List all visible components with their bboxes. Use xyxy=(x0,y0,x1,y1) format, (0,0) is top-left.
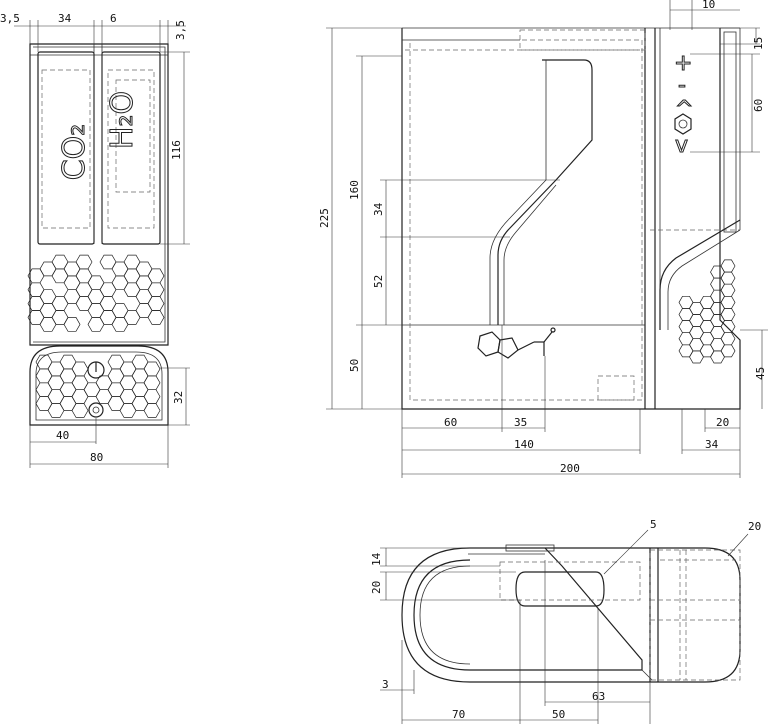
dim-200: 200 xyxy=(560,462,580,475)
hex-cell xyxy=(39,317,57,332)
hex-cell xyxy=(720,344,736,358)
side-view: + - ^ v 10 15 xyxy=(318,0,768,478)
side-body-outline xyxy=(401,28,741,410)
side-inner-channel xyxy=(497,59,593,325)
hex-cell xyxy=(111,317,129,332)
hex-cell xyxy=(720,332,736,346)
dim-50-side: 50 xyxy=(348,359,361,372)
hex-cell xyxy=(63,317,81,332)
hex-cell xyxy=(51,310,69,325)
dim-34-side-bottom: 34 xyxy=(705,438,719,451)
hex-cell xyxy=(71,361,89,377)
dim-40: 40 xyxy=(56,429,69,442)
front-window-outline xyxy=(29,345,169,426)
hex-cell xyxy=(143,375,161,391)
hex-cell xyxy=(51,296,69,311)
hex-cell xyxy=(147,268,165,284)
hex-cell xyxy=(720,283,736,297)
h2o-label: H₂O xyxy=(105,91,140,149)
hex-cell xyxy=(143,389,161,404)
dim-15: 15 xyxy=(752,37,765,50)
dim-70: 70 xyxy=(452,708,465,721)
dim-3-5-right: 3,5 xyxy=(174,20,187,40)
dim-3: 3 xyxy=(382,678,389,691)
dim-80: 80 xyxy=(90,451,103,464)
front-hex-pattern-upper xyxy=(27,254,165,332)
front-view: CO₂ H₂O 3,5 34 6 3,5 116 xyxy=(0,12,190,468)
hex-cell xyxy=(39,289,57,304)
dim-32: 32 xyxy=(172,391,185,404)
side-hex-pattern xyxy=(678,259,736,364)
hex-cell xyxy=(720,295,736,309)
hex-nut-icon xyxy=(674,113,692,135)
plus-icon: + xyxy=(674,51,692,76)
control-symbols: + - ^ v xyxy=(674,51,694,159)
top-slot xyxy=(515,571,605,607)
dim-10: 10 xyxy=(702,0,715,11)
top-body-outline xyxy=(401,547,741,683)
dim-52: 52 xyxy=(372,275,385,288)
hex-cell xyxy=(87,317,105,332)
hex-cell xyxy=(147,310,165,325)
dim-140: 140 xyxy=(514,438,534,451)
dim-20-radius: 20 xyxy=(748,520,761,533)
hex-cell xyxy=(75,254,93,270)
front-body-outline xyxy=(29,43,169,346)
dim-116: 116 xyxy=(170,140,183,160)
front-hex-pattern-lower xyxy=(35,354,161,418)
dim-5: 5 xyxy=(650,518,657,531)
dim-50-top: 50 xyxy=(552,708,565,721)
dim-225: 225 xyxy=(318,208,331,228)
side-dimensions: 10 15 60 225 160 34 52 50 xyxy=(318,0,768,478)
dim-63: 63 xyxy=(592,690,605,703)
hex-cell xyxy=(147,296,165,311)
dim-34-front: 34 xyxy=(58,12,72,25)
hex-cell xyxy=(143,403,161,418)
dim-3-5-left: 3,5 xyxy=(0,12,20,25)
dim-60-side-bottom: 60 xyxy=(444,416,457,429)
dim-6-front: 6 xyxy=(110,12,117,25)
dim-14: 14 xyxy=(370,552,383,566)
hex-cell xyxy=(147,282,165,297)
down-arrow-icon: v xyxy=(675,133,688,158)
co2-label: CO₂ xyxy=(57,124,92,181)
minus-icon: - xyxy=(678,73,686,98)
front-dimensions: 3,5 34 6 3,5 116 32 40 80 xyxy=(0,12,190,468)
top-view: 5 20 14 20 3 63 70 50 xyxy=(370,518,761,724)
dim-20-top: 20 xyxy=(370,581,383,594)
dim-60-side: 60 xyxy=(752,99,765,112)
hex-cell xyxy=(143,361,161,377)
dim-160: 160 xyxy=(348,180,361,200)
hex-cell xyxy=(135,261,153,277)
hex-cell xyxy=(720,308,736,321)
hex-cell xyxy=(720,320,736,334)
dim-34-side: 34 xyxy=(372,202,385,216)
molecule-icon xyxy=(477,327,556,359)
top-dimensions: 5 20 14 20 3 63 70 50 xyxy=(370,518,761,724)
hex-cell xyxy=(720,271,736,285)
dim-35: 35 xyxy=(514,416,527,429)
hex-cell xyxy=(71,403,89,418)
dim-20-side: 20 xyxy=(716,416,729,429)
port-icon xyxy=(88,402,104,418)
dim-45: 45 xyxy=(754,367,767,380)
hex-cell xyxy=(720,259,736,273)
